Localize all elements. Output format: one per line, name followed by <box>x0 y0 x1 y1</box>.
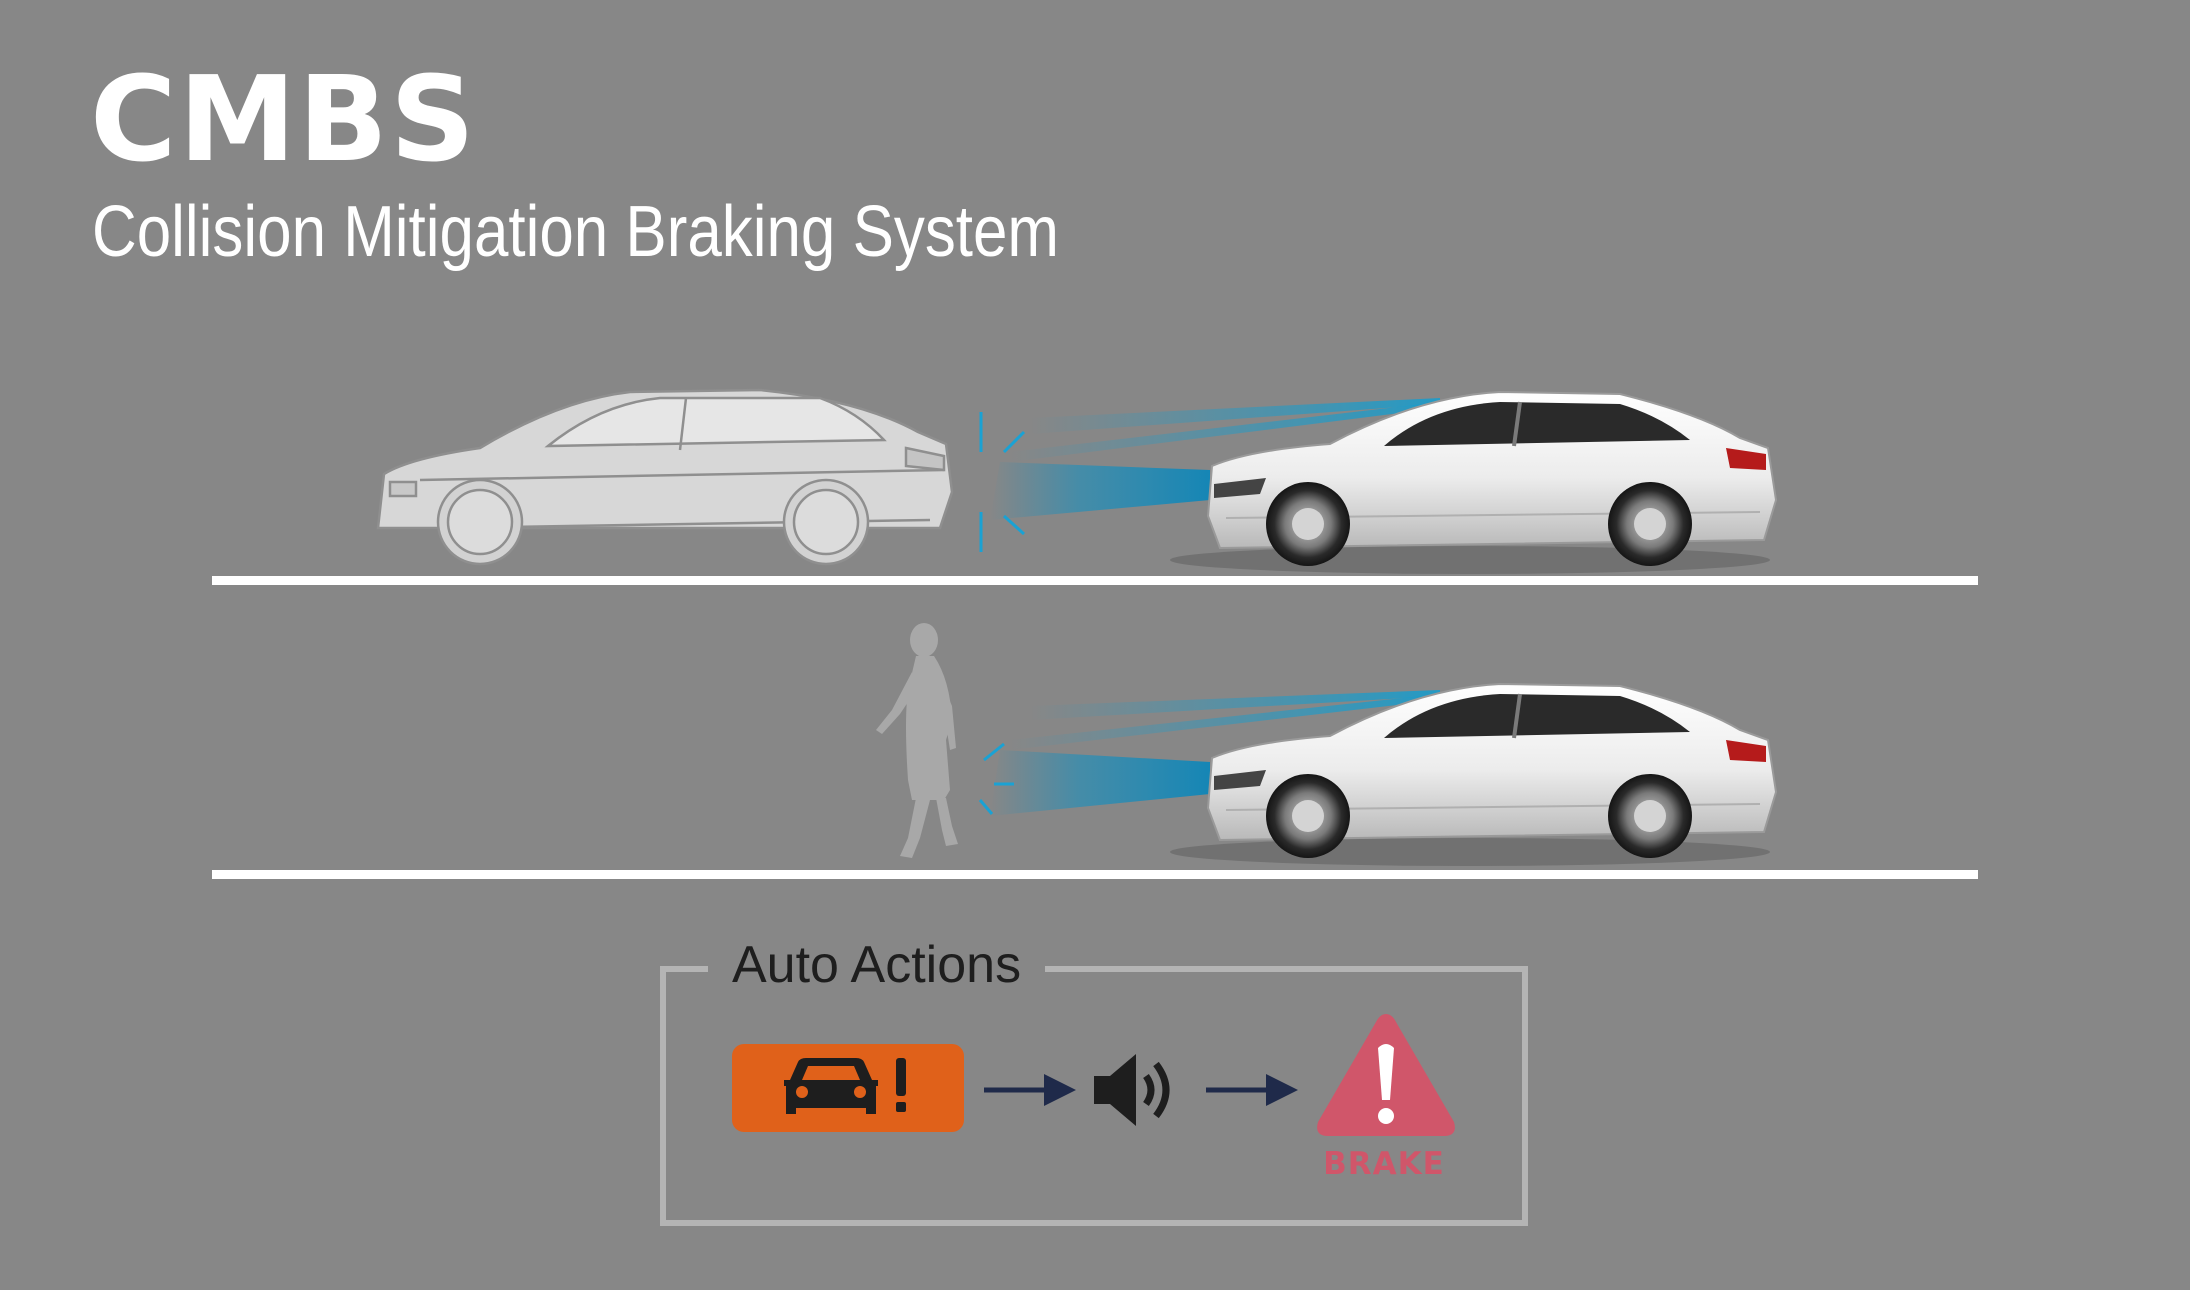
speaker-icon <box>1094 1054 1170 1126</box>
auto-actions-panel <box>660 966 1528 1226</box>
radar-beam-scene-2 <box>978 690 1440 816</box>
radar-beam-scene-1 <box>979 398 1440 552</box>
brake-warning-icon <box>1317 1014 1455 1136</box>
page-title: CMBS <box>90 50 477 188</box>
arrow-icon-1 <box>984 1074 1076 1106</box>
road-line-1 <box>212 576 1978 585</box>
obstacle-car-outline <box>376 388 954 566</box>
subject-car-scene-2 <box>1170 682 1778 866</box>
car-warning-icon <box>784 1058 906 1114</box>
subject-car-scene-1 <box>1170 390 1778 574</box>
auto-actions-label: Auto Actions <box>708 934 1046 996</box>
page-subtitle: Collision Mitigation Braking System <box>92 192 1060 272</box>
arrow-icon-2 <box>1206 1074 1298 1106</box>
car-warning-badge <box>732 1044 964 1132</box>
road-line-2 <box>212 870 1978 879</box>
brake-label: BRAKE <box>1323 1146 1445 1182</box>
obstacle-pedestrian-silhouette <box>876 623 958 858</box>
